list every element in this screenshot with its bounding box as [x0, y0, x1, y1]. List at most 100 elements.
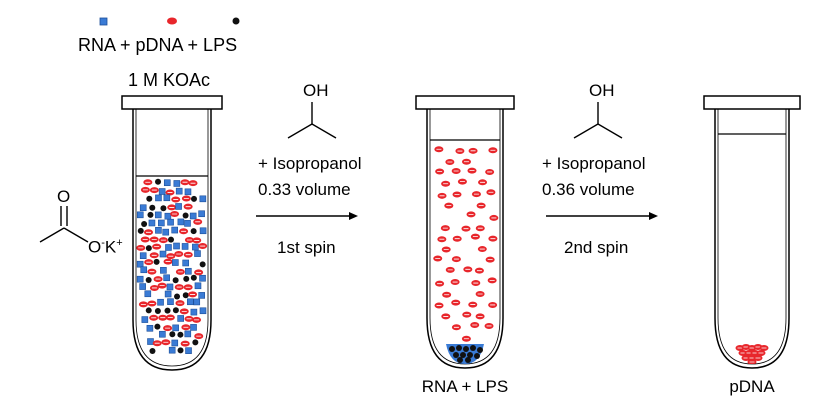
isopropanol-structure-icon-1 — [287, 102, 337, 139]
lps-particle — [182, 212, 189, 219]
rna-particle — [184, 220, 191, 227]
tube-1-body — [132, 109, 212, 371]
lps-particle — [172, 307, 179, 314]
rna-particle — [194, 250, 201, 257]
lps-particle — [182, 292, 189, 299]
rna-particle — [199, 227, 207, 235]
lps-particle — [183, 275, 190, 282]
rna-particle — [159, 250, 167, 258]
lps-particle — [190, 228, 197, 235]
rna-particle — [171, 226, 179, 234]
rna-particle — [175, 187, 183, 195]
legend-pdna-marker-icon — [167, 17, 177, 25]
tube-3-icon — [703, 95, 801, 369]
lps-particle — [169, 331, 176, 338]
rna-particle — [199, 195, 207, 203]
rna-particle — [136, 275, 144, 283]
tube-2-cap — [415, 95, 515, 110]
lps-particle — [192, 339, 199, 346]
lps-particle — [149, 348, 156, 355]
tube-2-particles — [433, 146, 499, 342]
acetate-charge: - — [101, 237, 105, 249]
rna-particle — [136, 260, 144, 268]
legend-markers — [99, 17, 240, 26]
step-2-spin: 2nd spin — [564, 238, 629, 257]
rna-particle — [190, 324, 197, 331]
rna-particle — [155, 194, 162, 202]
rna-particle — [175, 203, 182, 210]
lps-particle — [160, 205, 167, 212]
rna-particle — [158, 219, 165, 227]
lps-particle — [154, 308, 161, 315]
step-1-oh-label: OH — [303, 81, 329, 100]
lps-particle — [477, 347, 483, 353]
rna-particle — [157, 298, 164, 306]
rna-particle — [199, 307, 207, 315]
tube-1-inner-wall — [135, 109, 209, 367]
lps-particle — [174, 293, 181, 300]
tube-3-cap — [703, 95, 801, 110]
lps-particle — [149, 204, 156, 211]
lps-particle — [145, 307, 152, 314]
lps-particle — [465, 357, 471, 363]
legend-label: RNA + pDNA + LPS — [78, 35, 238, 55]
tube-3-body — [714, 109, 790, 369]
lps-particle — [457, 357, 463, 363]
rna-particle — [146, 324, 154, 332]
rna-particle — [155, 227, 162, 234]
rna-particle — [194, 282, 202, 290]
rna-particle — [139, 204, 147, 212]
rna-particle — [147, 338, 154, 345]
lps-particle — [155, 178, 162, 185]
tube-1-cap — [121, 95, 223, 110]
step-1-spin: 1st spin — [277, 238, 336, 257]
rna-particle — [189, 212, 197, 220]
lps-particle — [460, 352, 466, 358]
rna-particle — [198, 292, 205, 299]
rna-particle — [160, 267, 167, 274]
lps-particle — [154, 323, 161, 330]
rna-particle — [168, 346, 176, 354]
step-1-reagent: + Isopropanol — [258, 154, 362, 173]
rna-particle — [177, 315, 184, 322]
step-2-volume: 0.36 volume — [542, 180, 635, 199]
rna-particle — [199, 274, 206, 282]
lps-particle — [449, 346, 455, 352]
rna-particle — [154, 211, 162, 219]
tube-2-icon — [415, 95, 515, 369]
lps-particle — [153, 258, 160, 265]
rna-particle — [167, 298, 174, 305]
rna-particle — [192, 243, 199, 251]
rna-particle — [163, 179, 171, 187]
lps-particle — [456, 345, 462, 351]
rna-particle — [139, 252, 147, 260]
lps-particle — [470, 345, 476, 351]
tube-3-inner-wall — [717, 109, 787, 365]
rna-particle — [185, 267, 192, 275]
rna-particle — [164, 212, 172, 220]
rna-particle — [190, 308, 198, 316]
lps-particle — [190, 195, 197, 202]
lps-particle — [137, 227, 144, 234]
lps-particle — [177, 347, 184, 354]
tube-3-pellet-label: pDNA — [729, 377, 775, 396]
tube-1-salt-label: 1 M KOAc — [128, 70, 211, 90]
rna-particle — [187, 298, 194, 306]
rna-particle — [164, 290, 172, 298]
acetate-counter-ion: K — [104, 237, 117, 257]
lps-particle — [167, 236, 174, 243]
rna-particle — [173, 242, 180, 250]
acetate-structure-icon — [39, 206, 89, 243]
acetate-anion-oxygen: O-K+ — [88, 237, 123, 257]
rna-particle — [144, 290, 152, 298]
acetate-counter-charge: + — [116, 237, 123, 249]
rna-particle — [177, 218, 185, 226]
acetate-carbonyl-oxygen: O — [57, 187, 71, 206]
lps-particle — [453, 352, 459, 358]
rna-particle — [140, 266, 148, 274]
tube-1-particles — [136, 178, 208, 355]
lps-particle — [164, 307, 171, 314]
lps-particle — [141, 220, 148, 227]
